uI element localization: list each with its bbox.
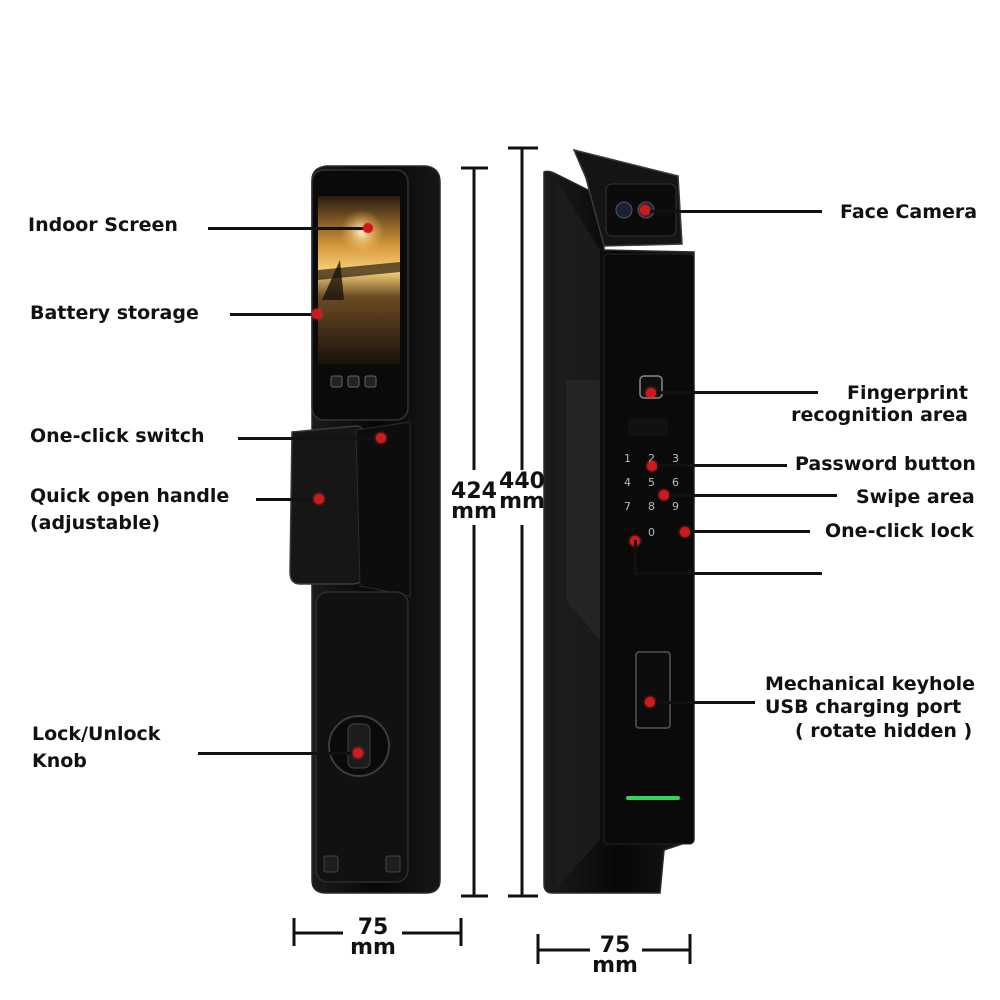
label-swipe-area: Swipe area [856, 486, 975, 508]
key-6[interactable]: 6 [672, 476, 679, 489]
front-lock [289, 165, 441, 894]
marker-battery-storage [312, 309, 322, 319]
marker-one-click-lock [680, 527, 690, 537]
dim-side-height-unit: mm [499, 489, 545, 514]
key-4[interactable]: 4 [624, 476, 631, 489]
keyhole-cover [635, 651, 671, 729]
leader-face-camera [650, 210, 822, 213]
key-8[interactable]: 8 [648, 500, 655, 513]
label-indoor-screen: Indoor Screen [28, 214, 178, 236]
leader-swipe-area [669, 494, 837, 497]
label-usb-port: USB charging port [765, 696, 962, 718]
leader-battery-storage [230, 313, 316, 316]
leader-keypad-lower-h [634, 572, 822, 575]
key-3[interactable]: 3 [672, 452, 679, 465]
leader-quick-open-handle [256, 498, 318, 501]
label-face-camera: Face Camera [840, 201, 978, 223]
leader-keyhole [655, 701, 755, 704]
key-1[interactable]: 1 [624, 452, 631, 465]
marker-one-click-switch [376, 433, 386, 443]
label-fingerprint: Fingerprint [847, 382, 968, 404]
dim-side-width-value: 75 [599, 933, 631, 958]
label-password-button: Password button [795, 453, 976, 475]
dim-front-height: 424 mm [446, 479, 502, 524]
leader-keypad-lower-v [634, 540, 637, 574]
marker-indoor-screen [363, 223, 373, 233]
dim-front-width-unit: mm [350, 935, 396, 960]
dimension-marks [292, 146, 692, 964]
marker-quick-open-handle [314, 494, 324, 504]
key-7[interactable]: 7 [624, 500, 631, 513]
status-led [626, 796, 680, 800]
marker-password-button [647, 461, 657, 471]
label-one-click-lock: One-click lock [825, 520, 974, 542]
marker-lock-unlock [353, 748, 363, 758]
key-0[interactable]: 0 [648, 526, 655, 539]
dim-front-height-unit: mm [451, 499, 497, 524]
key-5[interactable]: 5 [648, 476, 655, 489]
key-2[interactable]: 2 [648, 452, 655, 465]
dim-front-height-value: 424 [451, 479, 497, 504]
marker-swipe-area [659, 490, 669, 500]
dim-front-width: 75 mm [344, 915, 402, 960]
label-quick-open-handle: Quick open handle [30, 485, 230, 507]
label-keyhole: Mechanical keyhole [765, 673, 976, 695]
label-quick-open-handle-sub: (adjustable) [30, 512, 161, 534]
marker-fingerprint [646, 388, 656, 398]
label-rotate-hidden: ( rotate hidden ) [795, 720, 973, 742]
handle-shape [289, 425, 365, 585]
dim-side-width-unit: mm [592, 953, 638, 978]
leader-one-click-lock [690, 530, 810, 533]
label-lock-unlock-sub: Knob [32, 750, 87, 772]
dim-side-height: 440 mm [494, 469, 550, 514]
leader-one-click-switch [238, 437, 380, 440]
dim-side-width: 75 mm [586, 933, 644, 978]
leader-lock-unlock [198, 752, 358, 755]
key-9[interactable]: 9 [672, 500, 679, 513]
label-fingerprint-sub: recognition area [791, 404, 968, 426]
label-battery-storage: Battery storage [30, 302, 199, 324]
leader-fingerprint [656, 391, 818, 394]
dim-front-width-value: 75 [357, 915, 389, 940]
outdoor-lock [543, 148, 695, 894]
marker-face-camera [640, 205, 650, 215]
dim-side-height-value: 440 [499, 469, 545, 494]
marker-keyhole [645, 697, 655, 707]
label-one-click-switch: One-click switch [30, 425, 205, 447]
label-lock-unlock: Lock/Unlock [32, 723, 161, 745]
leader-indoor-screen [208, 227, 368, 230]
leader-password-button [657, 464, 787, 467]
